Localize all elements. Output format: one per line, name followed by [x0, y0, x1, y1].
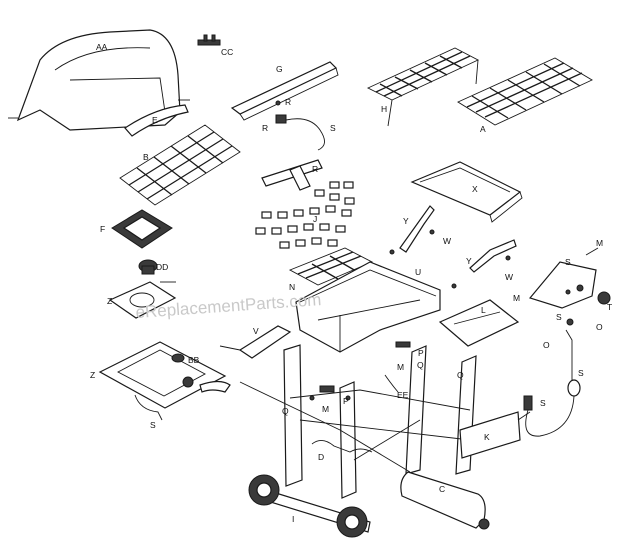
part-flavor-grid — [111, 209, 173, 249]
part-front-panel — [459, 411, 531, 459]
label-F: F — [100, 224, 105, 234]
label-W-1: W — [443, 236, 451, 246]
label-X: X — [472, 184, 478, 194]
label-T: T — [607, 302, 612, 312]
label-A: A — [480, 124, 486, 134]
part-left-bracket — [219, 325, 292, 359]
part-side-shelf — [410, 161, 523, 223]
label-S-6: S — [540, 398, 546, 408]
part-leg-brackets — [309, 341, 411, 401]
part-handle-bracket — [197, 34, 221, 46]
label-H: H — [381, 104, 387, 114]
part-control-panel — [528, 247, 611, 309]
label-K: K — [484, 432, 490, 442]
label-O-2: O — [596, 322, 603, 332]
part-small-knob — [171, 353, 185, 363]
label-C: C — [439, 484, 445, 494]
part-lid-handle — [124, 104, 189, 137]
part-cooking-grate — [457, 57, 593, 126]
label-P-2: P — [418, 348, 424, 358]
part-valve-mount — [108, 281, 177, 319]
label-V: V — [253, 326, 259, 336]
label-Y-1: Y — [403, 216, 409, 226]
part-wheel-assembly — [248, 474, 371, 538]
label-P-1: P — [343, 396, 349, 406]
label-G: G — [276, 64, 283, 74]
label-S-4: S — [556, 312, 562, 322]
part-briquettes — [255, 181, 355, 249]
leader-EE — [384, 374, 399, 393]
part-cooking-grid — [119, 124, 241, 206]
part-igniter — [275, 100, 325, 151]
leader-S-2 — [134, 394, 163, 421]
label-D: D — [318, 452, 324, 462]
part-shelf-supports — [389, 205, 517, 289]
label-U: U — [415, 267, 421, 277]
label-CC: CC — [221, 47, 233, 57]
label-Q-1: Q — [282, 406, 289, 416]
label-J: J — [313, 214, 317, 224]
part-firebox — [295, 261, 441, 353]
label-Q-2: Q — [417, 360, 424, 370]
label-E: E — [152, 115, 158, 125]
label-S-2: S — [150, 420, 156, 430]
label-M-1: M — [596, 238, 603, 248]
label-N: N — [289, 282, 295, 292]
label-BB: BB — [188, 355, 200, 365]
label-S-3: S — [565, 257, 571, 267]
part-warming-rack — [366, 47, 480, 127]
label-L: L — [481, 305, 486, 315]
part-control-knob — [138, 259, 176, 283]
label-Y-2: Y — [466, 256, 472, 266]
label-R-1: R — [285, 97, 291, 107]
label-R-3: R — [312, 164, 318, 174]
label-Z-2: Z — [90, 370, 95, 380]
label-DD: DD — [156, 262, 168, 272]
label-EE: EE — [397, 390, 409, 400]
part-burner — [261, 159, 323, 191]
label-Z-1: Z — [107, 296, 112, 306]
part-side-tray — [98, 341, 231, 409]
part-cart-frame — [239, 344, 477, 499]
label-M-4: M — [397, 362, 404, 372]
label-S-1: S — [330, 123, 336, 133]
part-gas-valve-hose — [523, 318, 581, 437]
label-R-2: R — [262, 123, 268, 133]
part-leg-base — [400, 471, 490, 530]
label-I: I — [292, 514, 294, 524]
part-lid — [8, 29, 190, 131]
label-AA: AA — [96, 42, 108, 52]
label-S-5: S — [578, 368, 584, 378]
label-Q-3: Q — [457, 370, 464, 380]
label-O-1: O — [543, 340, 550, 350]
label-B: B — [143, 152, 149, 162]
label-M-2: M — [513, 293, 520, 303]
part-heat-shield — [230, 61, 339, 121]
label-M-3: M — [322, 404, 329, 414]
part-axle-wire — [311, 440, 373, 453]
part-briquette-grate — [288, 247, 374, 286]
part-right-shelf-frame — [438, 299, 520, 347]
label-W-2: W — [505, 272, 513, 282]
